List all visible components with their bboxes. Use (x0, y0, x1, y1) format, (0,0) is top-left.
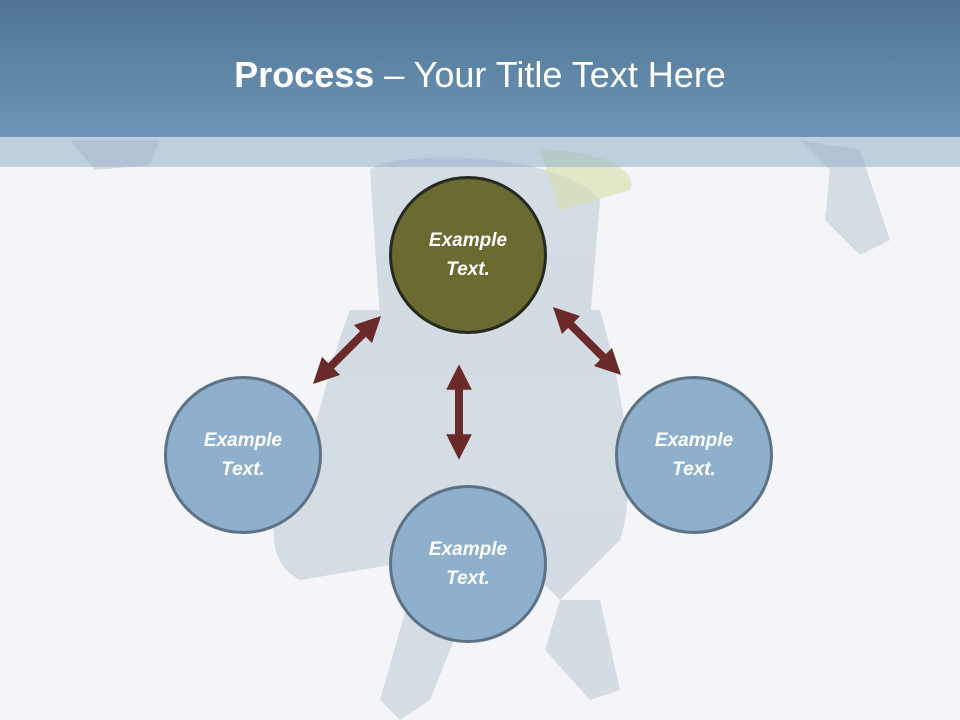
node-right-label: Example Text. (654, 430, 734, 480)
slide-title-rest: – Your Title Text Here (374, 54, 726, 95)
title-underband (0, 137, 960, 167)
node-center: Example Text. (389, 176, 547, 334)
node-bottom: Example Text. (389, 485, 547, 643)
arrow-center-right (552, 306, 622, 376)
slide-title: Process – Your Title Text Here (0, 52, 960, 98)
node-left-label: Example Text. (203, 430, 283, 480)
node-left: Example Text. (164, 376, 322, 534)
title-bar (0, 0, 960, 137)
slide-title-bold: Process (234, 54, 375, 95)
node-bottom-label: Example Text. (428, 539, 508, 589)
arrow-center-left (312, 315, 382, 385)
node-right: Example Text. (615, 376, 773, 534)
node-center-label: Example Text. (428, 230, 508, 280)
